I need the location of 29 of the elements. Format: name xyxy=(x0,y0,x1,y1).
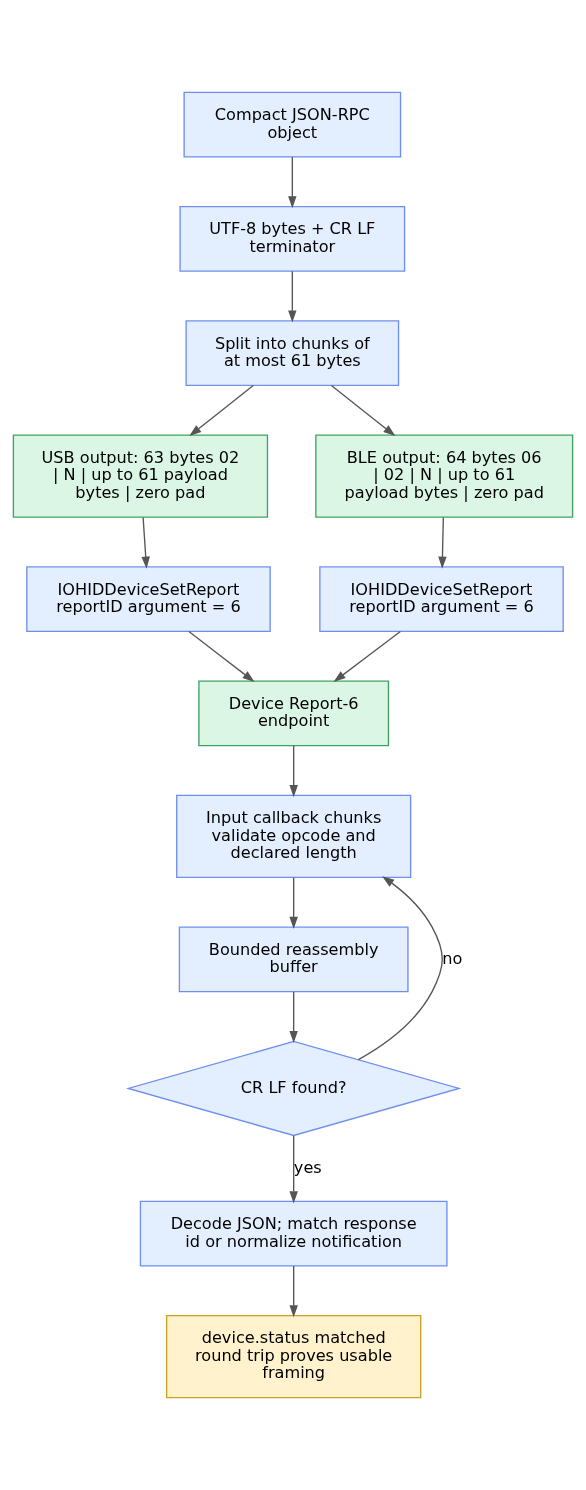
arrow xyxy=(289,1265,298,1318)
arrow xyxy=(289,877,298,929)
arrow xyxy=(289,1135,298,1204)
node-box: BLE output: 64 bytes 06 | 02 | N | up to 61 payload bytes | zero pad xyxy=(315,434,574,518)
node-diamond: CR LF found? xyxy=(125,1040,462,1137)
node-box: IOHIDDeviceSetReport reportID argument = 6 xyxy=(319,566,564,633)
node-box: Decode JSON; match response id or normalize notification xyxy=(139,1200,448,1267)
arrow xyxy=(288,270,297,323)
node-box: IOHIDDeviceSetReport reportID argument = 6 xyxy=(26,566,271,633)
arrow xyxy=(141,516,150,569)
edge-label: yes xyxy=(293,1157,322,1177)
node-box: Input callback chunks validate opcode and declared length xyxy=(176,794,412,879)
node-box: UTF-8 bytes + CR LF terminator xyxy=(179,205,406,272)
node-box: Split into chunks of at most 61 bytes xyxy=(185,320,400,387)
node-box: USB output: 63 bytes 02 | N | up to 61 payload bytes | zero pad xyxy=(12,434,269,518)
node-box: device.status matched round trip proves usable framing xyxy=(165,1314,422,1399)
node-box: Bounded reassembly buffer xyxy=(178,926,409,993)
node-box: Compact JSON-RPC object xyxy=(183,91,402,158)
arrow xyxy=(438,516,447,569)
arrow xyxy=(333,630,402,682)
arrow xyxy=(289,991,298,1043)
edge-label: no xyxy=(442,948,463,968)
arrow xyxy=(189,384,254,437)
node-box: Device Report-6 endpoint xyxy=(198,680,390,747)
arrow xyxy=(188,630,255,682)
arrow xyxy=(330,384,396,437)
arrow xyxy=(357,876,443,1061)
arrow xyxy=(288,156,297,209)
arrow xyxy=(289,745,298,798)
